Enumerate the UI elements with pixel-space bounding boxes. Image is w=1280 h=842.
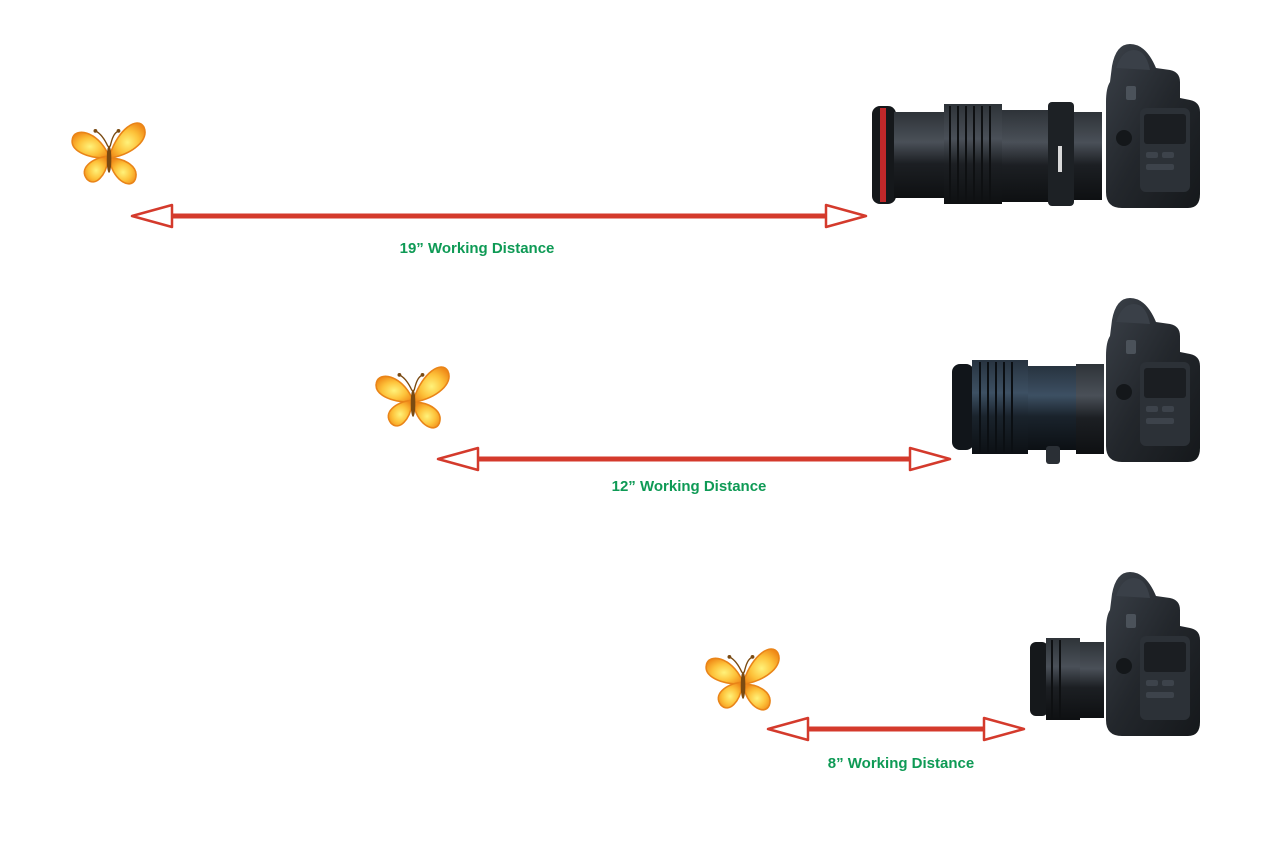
distance-label: 19” Working Distance (400, 240, 555, 257)
camera-standard-macro-icon (952, 298, 1200, 464)
distance-arrow (766, 716, 1026, 742)
row-12-inch: 12” Working Distance (376, 298, 1200, 495)
row-19-inch: 19” Working Distance (72, 44, 1200, 257)
butterfly-icon (706, 649, 779, 710)
butterfly-icon (72, 123, 145, 184)
camera-short-macro-icon (1030, 572, 1200, 736)
row-8-inch: 8” Working Distance (706, 572, 1200, 772)
distance-arrow (436, 446, 952, 472)
distance-label: 8” Working Distance (828, 755, 974, 772)
distance-label: 12” Working Distance (612, 478, 767, 495)
distance-arrow (130, 203, 868, 229)
butterfly-icon (376, 367, 449, 428)
camera-telephoto-macro-icon (872, 44, 1200, 208)
